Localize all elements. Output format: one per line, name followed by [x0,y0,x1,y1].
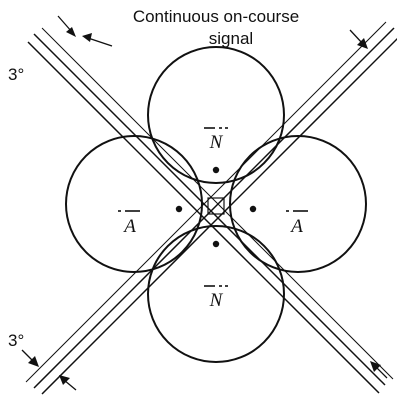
sector-label-top: N [204,127,228,153]
dot-bottom [212,240,220,248]
title-line-1: Continuous on-course [133,7,299,26]
sector-letter-right: A [289,216,303,237]
sector-letter-bottom: N [209,290,224,311]
a-lobe-right [229,135,367,273]
sector-label-bottom: N [204,285,228,311]
angle-label-bottom: 3° [8,331,24,350]
angle-arrow-top-right [349,29,368,49]
cone-of-silence-box [207,197,225,215]
sector-label-left: A [118,210,140,237]
a-lobe-left [65,135,203,273]
sector-label-right: A [286,210,308,237]
sector-letter-top: N [209,132,224,153]
dot-right [249,205,257,213]
dot-top [212,166,220,174]
angle-label-top: 3° [8,65,24,84]
sector-letter-left: A [122,216,136,237]
dot-left [175,205,183,213]
title-line-2: signal [209,29,253,48]
angle-arrow-bottom-left [21,349,77,391]
north-lobe-top [147,46,285,184]
angle-arrow-top-left [57,15,113,47]
course-beam-ne-sw [25,21,397,395]
angle-arrow-bottom-right [370,361,388,379]
north-lobe-bottom [147,225,285,363]
